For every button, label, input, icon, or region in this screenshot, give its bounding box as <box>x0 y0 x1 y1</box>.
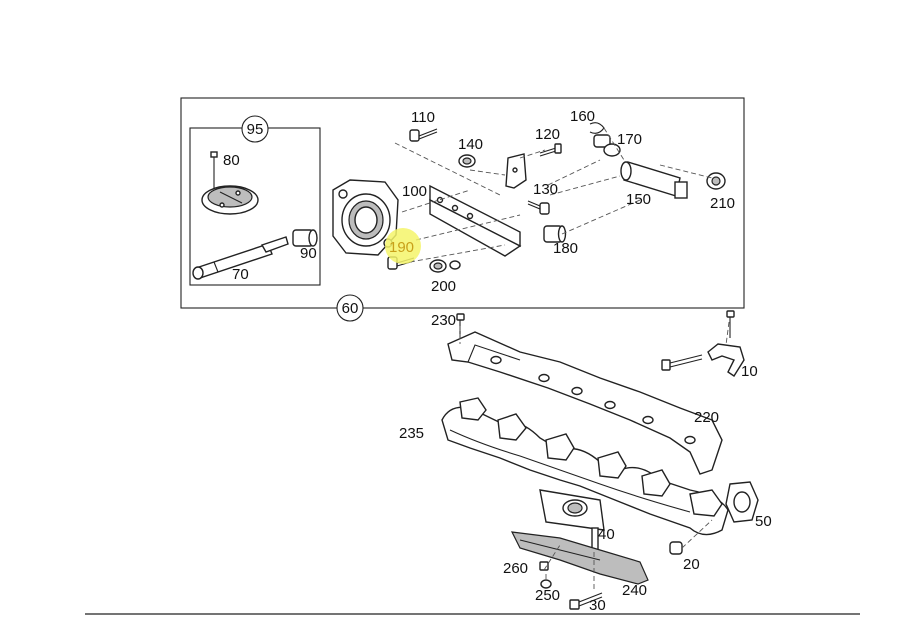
callout-210[interactable]: 210 <box>710 195 735 212</box>
callout-150[interactable]: 150 <box>626 191 651 208</box>
part-200-nut[interactable] <box>429 259 461 273</box>
callout-220[interactable]: 220 <box>694 409 719 426</box>
callout-10[interactable]: 10 <box>741 363 758 380</box>
callout-230[interactable]: 230 <box>431 312 456 329</box>
part-140-nut[interactable] <box>458 154 476 168</box>
callout-190[interactable]: 190 <box>389 239 414 256</box>
callout-100[interactable]: 100 <box>402 183 427 200</box>
part-30-bolt[interactable] <box>569 592 603 610</box>
part-220-heat-shield[interactable] <box>447 331 723 475</box>
part-70-shaft[interactable] <box>192 236 289 280</box>
callout-260[interactable]: 260 <box>503 560 528 577</box>
highlight-marker <box>385 228 421 264</box>
callout-180[interactable]: 180 <box>553 240 578 257</box>
callout-60-circle <box>336 294 364 322</box>
callout-80[interactable]: 80 <box>223 152 240 169</box>
callout-90[interactable]: 90 <box>300 245 317 262</box>
assembly-guide-lines-lower <box>459 321 730 590</box>
part-250-nut[interactable] <box>540 579 552 589</box>
callout-235[interactable]: 235 <box>399 425 424 442</box>
callout-95-circle <box>241 115 269 143</box>
callout-110[interactable]: 110 <box>411 109 435 126</box>
callout-60[interactable]: 60 <box>342 300 359 317</box>
part-170-fitting[interactable] <box>593 134 621 157</box>
callout-250[interactable]: 250 <box>535 587 560 604</box>
part-240-lower-heat-shield[interactable] <box>510 531 649 585</box>
callout-160[interactable]: 160 <box>570 108 595 125</box>
callout-240[interactable]: 240 <box>622 582 647 599</box>
callout-200[interactable]: 200 <box>431 278 456 295</box>
callout-170[interactable]: 170 <box>617 131 642 148</box>
part-120-bolt[interactable] <box>539 143 562 157</box>
part-50-gasket[interactable] <box>725 481 759 523</box>
part-80-bolt[interactable] <box>210 151 218 190</box>
callout-70[interactable]: 70 <box>232 266 249 283</box>
callout-120[interactable]: 120 <box>535 126 560 143</box>
part-20-bushing[interactable] <box>669 541 683 555</box>
callout-20[interactable]: 20 <box>683 556 700 573</box>
mounting-bracket[interactable] <box>505 153 527 189</box>
callout-140[interactable]: 140 <box>458 136 483 153</box>
part-110-bolt[interactable] <box>409 128 438 142</box>
callout-130[interactable]: 130 <box>533 181 558 198</box>
part-10-bracket[interactable] <box>661 310 745 377</box>
part-130-bolt[interactable] <box>527 200 550 215</box>
callout-50[interactable]: 50 <box>755 513 772 530</box>
assembly-guide-lines-upper <box>394 127 713 263</box>
assembly-60-frame <box>180 97 745 309</box>
part-90-bushing[interactable] <box>292 229 318 247</box>
part-150-actuator[interactable] <box>620 161 688 199</box>
part-210-nut[interactable] <box>706 172 726 190</box>
callout-40[interactable]: 40 <box>598 526 615 543</box>
callout-95[interactable]: 95 <box>247 121 264 138</box>
bracket-plate[interactable] <box>429 184 522 257</box>
part-235-exhaust-manifold[interactable] <box>441 397 729 536</box>
callout-30[interactable]: 30 <box>589 597 606 614</box>
part-95-flap[interactable] <box>201 185 259 215</box>
